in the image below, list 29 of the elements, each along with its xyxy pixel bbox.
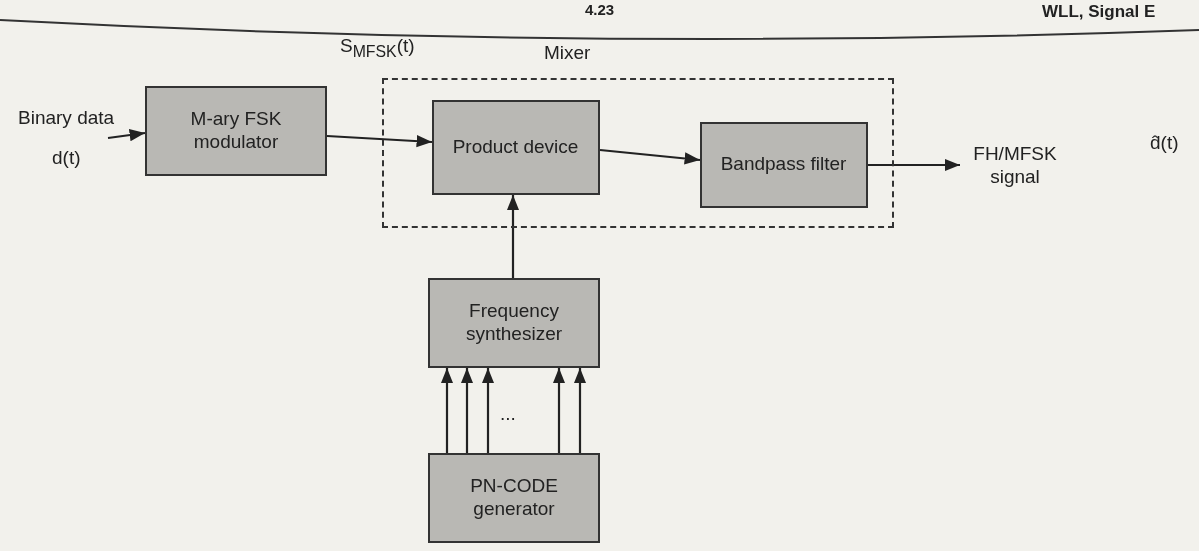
node-text: M-ary FSK modulator [189,108,283,154]
arrow [599,148,701,165]
node-text: Frequency synthesizer [464,300,564,346]
arrow [326,134,433,148]
process-box [145,86,327,176]
process-box [699,121,868,208]
signal-label: S$_{MFSK}$(t) [340,35,415,61]
output-label: d̂(t) [1150,132,1179,154]
node-text: PN-CODE generator [469,475,559,521]
process-box [428,278,600,368]
node-text: Bandpass filter [720,153,847,176]
group-heading: Mixer [544,42,591,64]
process-box [428,453,600,543]
arrow [460,368,474,453]
arrow [481,368,495,453]
arrow [868,158,960,172]
process-box [431,99,600,195]
node-text: Product device [452,135,579,159]
arrow [506,195,520,278]
running-header: WLL, Signal E [1042,2,1156,22]
node-text: FH/MFSK signal [972,143,1058,189]
arrow [573,368,587,453]
arrow [552,368,566,453]
input-label: Binary data [18,107,115,129]
ellipsis: ... [500,403,516,425]
input-label: d(t) [52,147,81,169]
page-number: 4.23 [585,1,615,18]
arrow [107,128,146,142]
arrow [440,368,454,453]
